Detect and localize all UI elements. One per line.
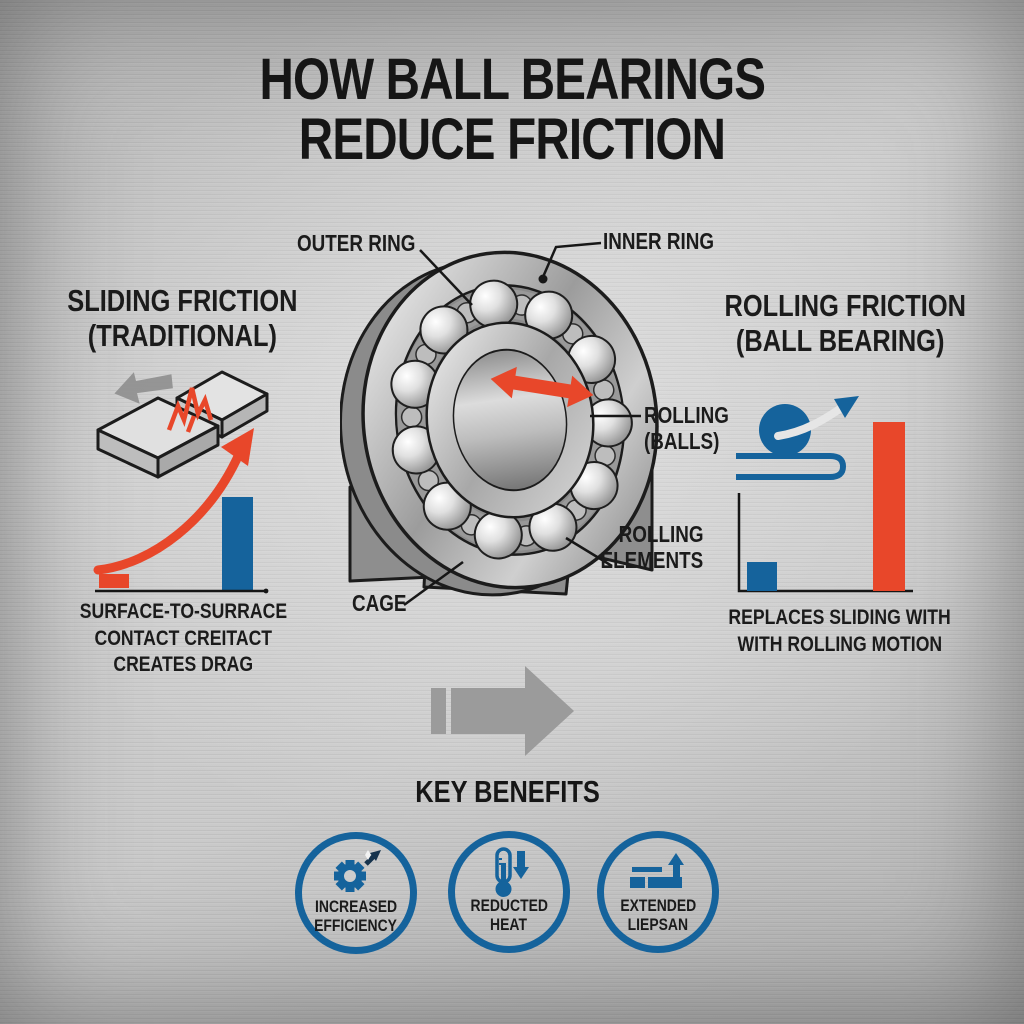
rolling-caption-line2: WITH ROLLING MOTION bbox=[737, 631, 943, 656]
transition-arrow-icon bbox=[431, 666, 574, 756]
chart-axis bbox=[737, 493, 913, 593]
low-friction-bar-right bbox=[747, 562, 777, 591]
page-title-line2: REDUCE FRICTION bbox=[298, 107, 726, 173]
inner-ring-label-text: INNER RING bbox=[603, 228, 715, 254]
benefit-extended-lifespan: EXTENDED LIEPSAN bbox=[597, 831, 719, 953]
friction-zigzag-icon bbox=[166, 387, 214, 433]
key-benefits-heading-text: KEY BENEFITS bbox=[415, 774, 601, 809]
rolling-elements-label-line1: ROLLING bbox=[618, 521, 703, 547]
inner-ring-edge bbox=[425, 321, 595, 519]
low-friction-bar bbox=[99, 574, 129, 588]
benefit-2-line2: HEAT bbox=[490, 914, 528, 934]
sliding-caption-line3: CREATES DRAG bbox=[113, 652, 253, 677]
outer-ring bbox=[363, 252, 657, 588]
benefit-3-line2: LIEPSAN bbox=[627, 914, 689, 934]
gear-icon bbox=[334, 850, 381, 892]
rolling-friction-heading-line2: (BALL BEARING) bbox=[736, 322, 945, 358]
rolling-friction-diagram bbox=[736, 396, 913, 593]
benefit-2-label: REDUCTED HEAT bbox=[455, 896, 563, 934]
benefit-1-label: INCREASED EFFICIENCY bbox=[302, 897, 410, 935]
benefit-1-line1: INCREASED bbox=[314, 897, 398, 916]
inner-ring bbox=[426, 322, 594, 518]
high-friction-bar bbox=[222, 497, 253, 590]
outer-ring-edge bbox=[361, 250, 659, 590]
sliding-friction-heading: SLIDING FRICTION (TRADITIONAL) bbox=[30, 283, 335, 353]
high-bar-right bbox=[873, 422, 905, 591]
page-title-line1: HOW BALL BEARINGS bbox=[259, 47, 766, 112]
page-title: HOW BALL BEARINGS REDUCE FRICTION bbox=[0, 47, 1024, 173]
benefit-3-line1: EXTENDED bbox=[620, 896, 696, 915]
ball-bearing-diagram bbox=[340, 250, 659, 597]
benefit-increased-efficiency: INCREASED EFFICIENCY bbox=[295, 832, 417, 954]
sliding-caption: SURFACE-TO-SURRACE CONTACT CREITACT CREA… bbox=[28, 598, 338, 678]
rolling-friction-heading: ROLLING FRICTION (BALL BEARING) bbox=[698, 288, 983, 358]
rolling-elements-label-line2: ELEMENTS bbox=[600, 546, 704, 573]
inner-ring-label: INNER RING bbox=[603, 228, 763, 255]
lifespan-bars-icon bbox=[630, 853, 684, 888]
rolling-caption-line1: REPLACES SLIDING WITH bbox=[728, 605, 952, 629]
rolling-balls bbox=[390, 279, 633, 560]
sliding-friction-heading-line1: SLIDING FRICTION bbox=[67, 283, 298, 318]
rolling-friction-heading-line1: ROLLING FRICTION bbox=[724, 288, 966, 323]
rolling-surface bbox=[736, 453, 847, 480]
rolling-balls-label: ROLLING (BALLS) bbox=[644, 402, 764, 455]
key-benefits-heading: KEY BENEFITS bbox=[0, 774, 1016, 810]
rolling-balls-label-line2: (BALLS) bbox=[644, 427, 720, 454]
shaft-motion-arrow bbox=[490, 366, 594, 408]
thermometer-down-icon bbox=[495, 847, 529, 897]
benefit-1-line2: EFFICIENCY bbox=[314, 915, 398, 935]
cage-label-text: CAGE bbox=[352, 590, 407, 616]
baseline-end-dot bbox=[263, 588, 269, 594]
rolling-elements-label: ROLLING ELEMENTS bbox=[578, 521, 704, 574]
rolling-balls-label-line1: ROLLING bbox=[644, 402, 729, 428]
rising-friction-arrow bbox=[93, 428, 254, 575]
benefit-reduced-heat: REDUCTED HEAT bbox=[448, 831, 570, 953]
slide-left-arrow-icon bbox=[114, 372, 173, 404]
sliding-caption-line2: CONTACT CREITACT bbox=[94, 625, 272, 650]
sliding-friction-diagram bbox=[93, 370, 269, 594]
rolling-caption: REPLACES SLIDING WITH WITH ROLLING MOTIO… bbox=[700, 604, 980, 657]
sliding-friction-heading-line2: (TRADITIONAL) bbox=[87, 317, 278, 353]
rolling-ball-icon bbox=[759, 404, 811, 456]
cage-label: CAGE bbox=[352, 590, 422, 617]
roll-swoosh bbox=[774, 402, 848, 440]
outer-ring-label-text: OUTER RING bbox=[296, 230, 415, 256]
roll-arrowhead bbox=[834, 396, 859, 418]
benefit-3-label: EXTENDED LIEPSAN bbox=[604, 896, 712, 934]
sliding-caption-line1: SURFACE-TO-SURRACE bbox=[79, 599, 287, 623]
outer-ring-label: OUTER RING bbox=[265, 230, 415, 257]
benefit-2-line1: REDUCTED bbox=[470, 896, 548, 915]
